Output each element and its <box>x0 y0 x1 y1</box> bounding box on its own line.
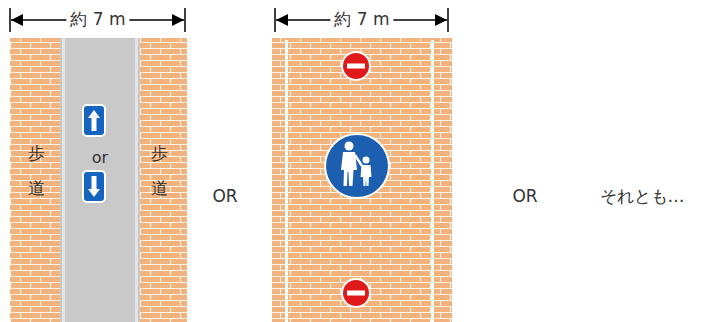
road-surface <box>60 38 140 322</box>
alternative-word: OR <box>512 187 537 206</box>
dimension-tick <box>274 8 276 32</box>
sidewalk-label: 歩道 <box>149 131 172 201</box>
sidewalk-band: 歩道 <box>10 38 60 322</box>
dimension-tick <box>447 8 449 32</box>
edge-line <box>431 40 434 322</box>
one-way-sign <box>83 171 105 202</box>
sidewalk-label: 歩道 <box>26 131 49 201</box>
sidewalk-brick <box>140 38 187 322</box>
alternative-word: OR <box>212 187 237 206</box>
road-edge-line <box>62 38 65 322</box>
road-panel <box>10 8 187 322</box>
dimension-tick <box>184 8 186 32</box>
sidewalk-brick <box>10 38 60 322</box>
one-way-sign <box>83 105 105 136</box>
dimension-label: 約 7 m <box>330 10 393 29</box>
dimension-label: 約 7 m <box>66 10 129 29</box>
pedestrian-only-sign <box>324 133 390 199</box>
no-entry-sign <box>341 51 371 81</box>
sidewalk-band: 歩道 <box>140 38 187 322</box>
road-band: or <box>60 38 140 322</box>
dimension-tick <box>9 8 11 32</box>
closing-note: それとも… <box>600 187 685 206</box>
road-note: or <box>60 148 140 167</box>
no-entry-sign <box>341 278 371 308</box>
street-brick <box>272 38 452 322</box>
edge-line <box>285 40 288 322</box>
road-edge-line <box>135 38 138 322</box>
pedestrian-street-panel <box>272 8 452 322</box>
